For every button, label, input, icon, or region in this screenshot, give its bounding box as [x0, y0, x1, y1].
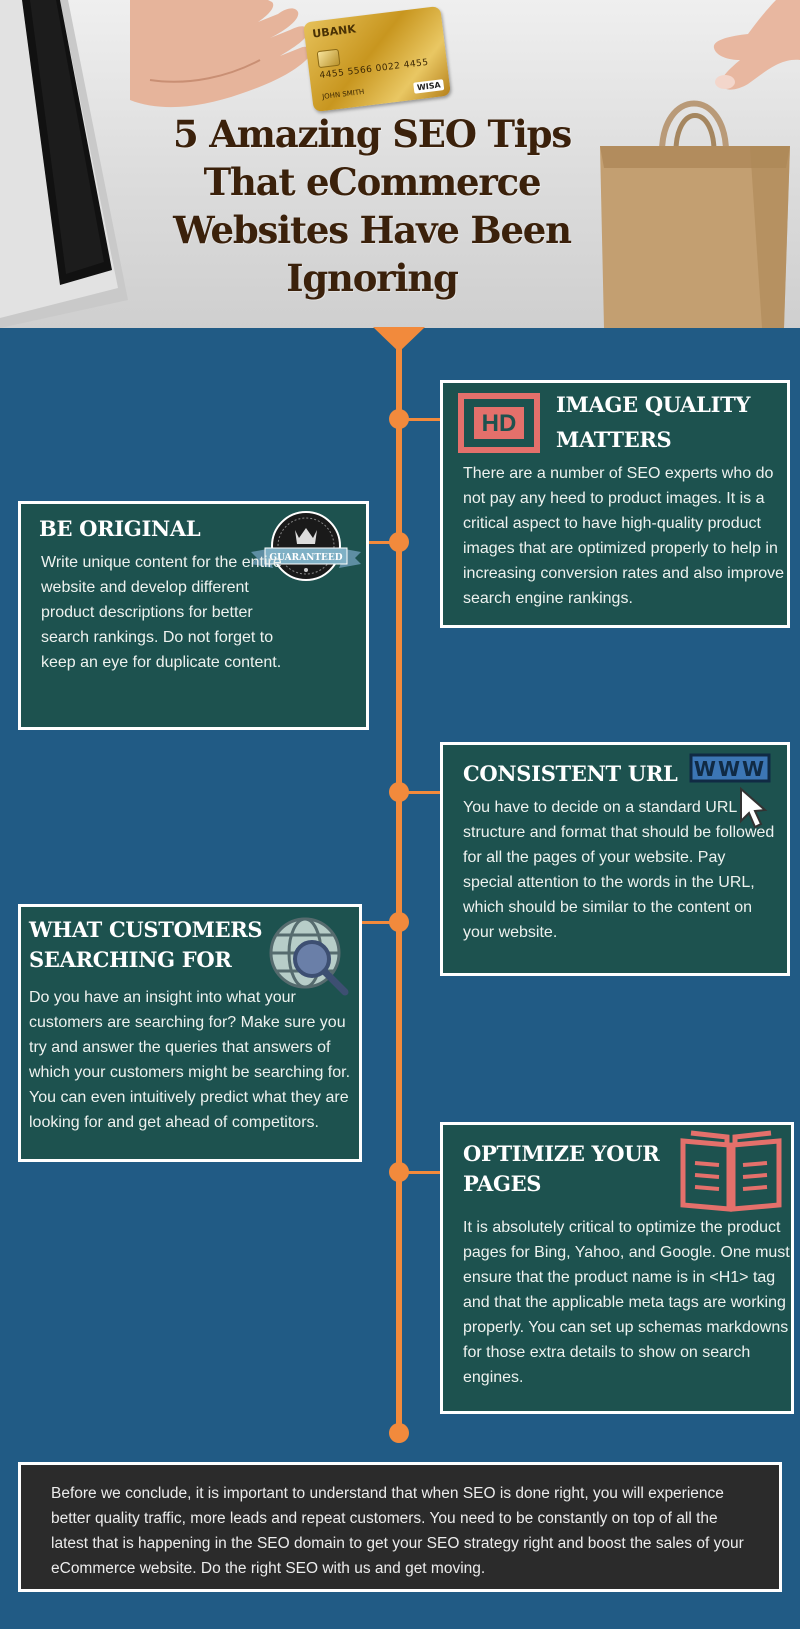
- timeline-dot: [389, 782, 409, 802]
- guaranteed-badge-icon: GUARANTEED: [251, 511, 361, 581]
- timeline-line: [396, 340, 402, 1440]
- conclusion-text: Before we conclude, it is important to u…: [51, 1485, 744, 1577]
- timeline-connector: [402, 418, 442, 421]
- timeline-connector: [402, 791, 442, 794]
- shopping-bag-image: [600, 100, 790, 328]
- right-hand-image: [713, 0, 800, 90]
- www-text: WWW: [694, 757, 766, 781]
- tip-body: It is absolutely critical to optimize th…: [463, 1219, 790, 1386]
- monitor-image: [0, 0, 128, 328]
- tip-card-consistent-url: CONSISTENT URL WWW You have to decide on…: [440, 742, 790, 976]
- hd-icon: HD: [458, 393, 540, 453]
- timeline-dot: [389, 1423, 409, 1443]
- badge-text: GUARANTEED: [269, 553, 342, 563]
- tip-body: There are a number of SEO experts who do…: [463, 465, 785, 607]
- www-cursor-icon: WWW: [689, 753, 771, 829]
- tip-card-be-original: BE ORIGINAL GUARANTEED Write unique cont…: [18, 501, 369, 730]
- card-brand: WISA: [413, 79, 445, 94]
- tip-body: Write unique content for the entire webs…: [41, 554, 282, 671]
- tip-title: BE ORIGINAL: [39, 516, 201, 541]
- tip-card-image-quality: HD IMAGE QUALITY MATTERS There are a num…: [440, 380, 790, 628]
- card-chip: [316, 48, 341, 69]
- left-hand-image: [130, 0, 311, 108]
- card-bank-name: UBANK: [311, 22, 357, 41]
- timeline-dot: [389, 912, 409, 932]
- timeline-dot: [389, 409, 409, 429]
- page-title: 5 Amazing SEO Tips That eCommerce Websit…: [173, 112, 572, 300]
- tip-title: IMAGE QUALITY MATTERS: [556, 392, 751, 452]
- tip-body: You have to decide on a standard URL str…: [463, 799, 775, 941]
- timeline-connector: [360, 921, 395, 924]
- globe-search-icon: [269, 917, 349, 996]
- timeline-dot: [389, 1162, 409, 1182]
- card-holder: JOHN SMITH: [321, 87, 365, 101]
- hero-banner: UBANK 4455 5566 0022 4455 JOHN SMITH WIS…: [0, 0, 800, 328]
- tip-title: WHAT CUSTOMERS SEARCHING FOR: [29, 917, 263, 972]
- credit-card-image: UBANK 4455 5566 0022 4455 JOHN SMITH WIS…: [303, 5, 451, 113]
- timeline-dot: [389, 532, 409, 552]
- tip-card-optimize-pages: OPTIMIZE YOUR PAGES It is absolutely cri…: [440, 1122, 794, 1414]
- open-book-icon: [680, 1130, 782, 1212]
- tip-card-what-customers: WHAT CUSTOMERS SEARCHING FOR Do you have…: [18, 904, 362, 1162]
- hd-icon-text: HD: [482, 410, 517, 437]
- timeline-connector: [365, 541, 395, 544]
- timeline-connector: [402, 1171, 442, 1174]
- tip-body: Do you have an insight into what your cu…: [29, 989, 351, 1131]
- conclusion-box: Before we conclude, it is important to u…: [18, 1462, 782, 1592]
- tip-title: CONSISTENT URL: [463, 761, 678, 786]
- tip-title: OPTIMIZE YOUR PAGES: [463, 1141, 660, 1196]
